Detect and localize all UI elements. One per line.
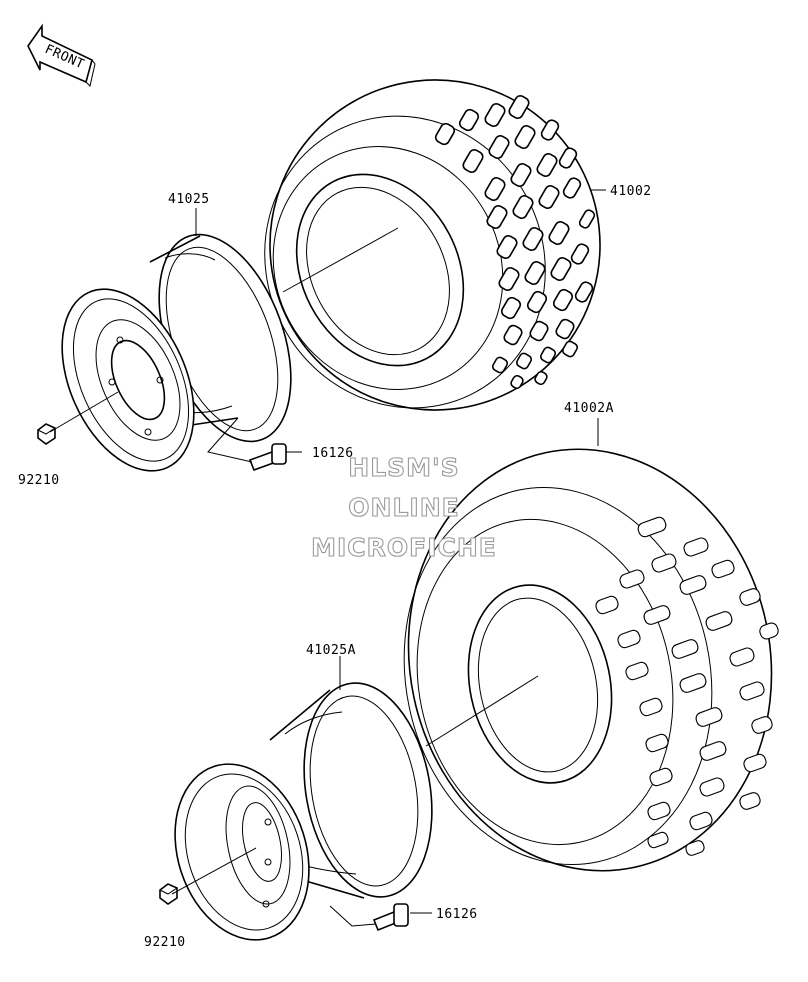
part-label-tire-front: 41002 [610,184,652,199]
watermark: HLSM'S ONLINE MICROFICHE [311,452,497,562]
tread-pattern [434,95,596,390]
valve-stem-rear [372,903,409,932]
part-label-nut-rear: 92210 [144,935,186,950]
watermark-line-3: MICROFICHE [311,533,497,562]
tread-pattern [595,516,779,856]
leader-lines-front [49,189,606,463]
leader-lines-rear [171,418,599,927]
wheel-rear [174,682,433,941]
part-label-wheel-rear: 41025A [306,643,356,658]
watermark-line-1: HLSM'S [348,453,459,482]
part-label-tire-rear: 41002A [564,401,614,416]
lug-nut-front [37,423,56,445]
part-label-valve-front: 16126 [312,446,354,461]
valve-stem-front [248,443,287,472]
lug-nut-rear [159,883,178,905]
part-label-valve-rear: 16126 [436,907,478,922]
watermark-line-2: ONLINE [348,493,459,522]
front-arrow-icon: FRONT [27,23,96,87]
wheel-front [61,233,292,472]
part-label-wheel-front: 41025 [168,192,210,207]
part-label-nut-front: 92210 [18,473,60,488]
tire-rear [403,448,779,872]
tire-front [264,79,601,411]
